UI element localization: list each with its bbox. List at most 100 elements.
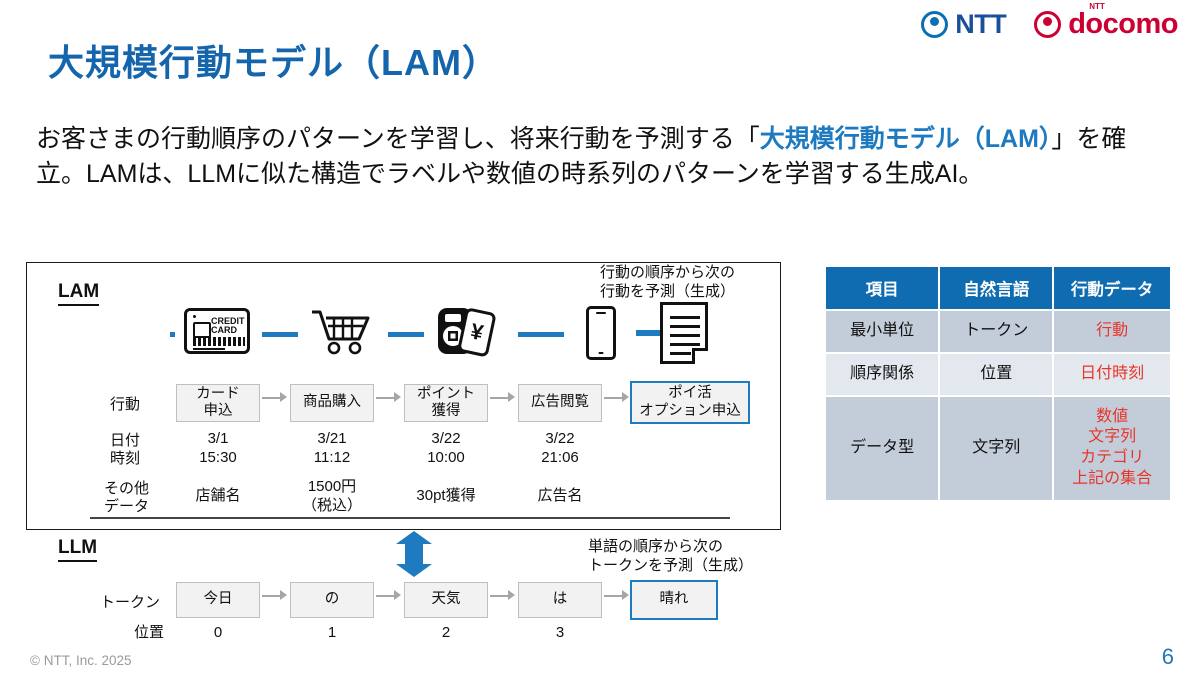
cell-nl-2: 位置 — [938, 351, 1055, 397]
token-box-2[interactable]: の — [290, 582, 374, 618]
flow-connector-2 — [376, 397, 396, 399]
token-box-1-text: 今日 — [203, 591, 233, 608]
card-chip — [193, 322, 211, 338]
cell-behavior-1: 行動 — [1052, 309, 1172, 354]
cell-item-1: 最小単位 — [823, 309, 941, 354]
token-box-5-text: 晴れ — [659, 591, 689, 608]
action-box-4-text: 広告閲覧 — [531, 394, 589, 411]
cell-behavior-3: 数値 文字列 カテゴリ 上記の集合 — [1052, 394, 1172, 502]
llm-prediction-caption: 単語の順序から次のトークンを予測（生成） — [588, 538, 754, 575]
flow-connector-head-3 — [508, 392, 515, 402]
logo-group: NTT NTT docomo — [921, 3, 1178, 40]
flow-connector-head-1 — [280, 392, 287, 402]
double-arrow-icon — [392, 531, 436, 577]
lead-part1: お客さまの行動順序のパターンを学習し、将来行動を予測する「 — [36, 125, 760, 153]
docomo-logo: NTT docomo — [1034, 3, 1178, 40]
docomo-logo-superscript: NTT — [1089, 2, 1105, 11]
action-box-5-predicted[interactable]: ポイ活オプション申込 — [630, 381, 750, 424]
connector-dash-2 — [388, 332, 424, 337]
table-header-item: 項目 — [823, 265, 941, 311]
token-connector-3 — [490, 595, 510, 597]
lam-prediction-caption: 行動の順序から次の行動を予測（生成） — [600, 264, 736, 301]
token-connector-head-1 — [280, 590, 287, 600]
cell-behavior-2: 日付時刻 — [1052, 351, 1172, 397]
action-box-4[interactable]: 広告閲覧 — [518, 384, 602, 422]
other-cell-3: 30pt獲得 — [416, 487, 476, 504]
connector-dash-1 — [262, 332, 298, 337]
prediction-arrow-line — [636, 330, 680, 336]
cell-item-3: データ型 — [823, 394, 941, 502]
token-box-5-predicted[interactable]: 晴れ — [630, 580, 718, 620]
position-cell-2: 1 — [327, 624, 337, 641]
document-folded-corner — [692, 348, 708, 364]
action-box-3[interactable]: ポイント獲得 — [404, 384, 488, 422]
table-row: 最小単位 トークン 行動 — [823, 309, 1172, 354]
action-box-3-text: ポイント獲得 — [417, 385, 475, 419]
token-connector-head-4 — [622, 590, 629, 600]
page-number: 6 — [1161, 644, 1174, 669]
row-label-position: 位置 — [134, 624, 165, 641]
shopping-cart-icon — [310, 306, 372, 356]
token-connector-4 — [604, 595, 624, 597]
docomo-mark-icon — [1034, 11, 1062, 38]
flow-connector-head-2 — [394, 392, 401, 402]
llm-section-label: LLM — [58, 537, 98, 562]
document-icon — [660, 302, 708, 364]
other-cell-1: 店舗名 — [195, 487, 241, 504]
lead-highlight: 大規模行動モデル（LAM） — [759, 125, 1052, 153]
comparison-table: 項目 自然言語 行動データ 最小単位 トークン 行動 順序関係 位置 日付時刻 … — [823, 265, 1172, 502]
token-box-2-text: の — [324, 591, 340, 608]
position-cell-4: 3 — [555, 624, 565, 641]
action-box-1[interactable]: カード申込 — [176, 384, 260, 422]
card-dot — [193, 315, 196, 318]
token-connector-head-2 — [394, 590, 401, 600]
position-cell-3: 2 — [441, 624, 451, 641]
row-label-datetime: 日付時刻 — [110, 432, 141, 467]
connector-dash-3 — [518, 332, 564, 337]
row-label-action: 行動 — [110, 396, 141, 413]
token-box-1[interactable]: 今日 — [176, 582, 260, 618]
table-header-natural-language: 自然言語 — [938, 265, 1055, 311]
ntt-logo-text: NTT — [955, 9, 1007, 39]
strip-start-dot-icon — [170, 332, 175, 337]
table-row: データ型 文字列 数値 文字列 カテゴリ 上記の集合 — [823, 394, 1172, 502]
action-box-2[interactable]: 商品購入 — [290, 384, 374, 422]
docomo-logo-word: docomo — [1068, 8, 1178, 40]
flow-connector-1 — [262, 397, 282, 399]
table-header-behavior-data: 行動データ — [1052, 265, 1172, 311]
token-box-4-text: は — [552, 591, 568, 608]
token-connector-2 — [376, 595, 396, 597]
lam-icon-strip: CREDIT CARD — [170, 302, 694, 364]
copyright-text: © NTT, Inc. 2025 — [30, 653, 132, 668]
token-connector-head-3 — [508, 590, 515, 600]
flow-connector-3 — [490, 397, 510, 399]
other-cell-4: 広告名 — [537, 487, 583, 504]
ntt-mark-icon — [921, 11, 949, 38]
credit-card-icon: CREDIT CARD — [184, 308, 250, 354]
wallet-yen-icon: ¥ — [436, 304, 498, 358]
lam-bottom-rule — [90, 517, 730, 519]
smartphone-icon — [586, 306, 616, 360]
token-box-3[interactable]: 天気 — [404, 582, 488, 618]
token-connector-1 — [262, 595, 282, 597]
card-bars — [193, 337, 245, 350]
flow-connector-head-4 — [622, 392, 629, 402]
docomo-logo-text: NTT docomo — [1068, 3, 1178, 40]
card-text: CREDIT CARD — [211, 316, 245, 336]
other-cell-2: 1500円（税込） — [301, 478, 362, 514]
action-box-1-text: カード申込 — [196, 385, 240, 419]
token-box-4[interactable]: は — [518, 582, 602, 618]
cell-nl-1: トークン — [938, 309, 1055, 354]
lead-paragraph: お客さまの行動順序のパターンを学習し、将来行動を予測する「大規模行動モデル（LA… — [36, 122, 1171, 191]
cell-item-2: 順序関係 — [823, 351, 941, 397]
table-row: 順序関係 位置 日付時刻 — [823, 351, 1172, 397]
ntt-logo: NTT — [921, 9, 1007, 39]
flow-connector-4 — [604, 397, 624, 399]
action-box-5-text: ポイ活オプション申込 — [639, 385, 741, 419]
cell-nl-3: 文字列 — [938, 394, 1055, 502]
